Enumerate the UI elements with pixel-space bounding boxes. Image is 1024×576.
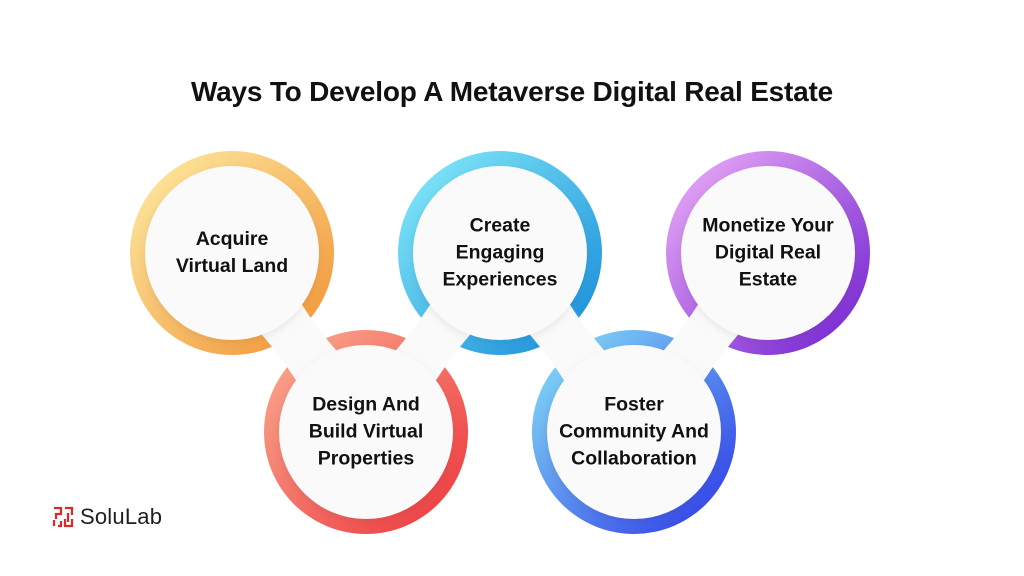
step-label-line: Virtual Land [175,255,289,277]
step-label-line: Engaging [455,241,545,264]
step-label-line: Acquire [195,228,269,250]
step-label-line: Community And [559,420,709,443]
step-label-line: Experiences [442,268,558,291]
step-circle-2 [279,345,453,519]
step-label-line: Build Virtual [308,420,424,443]
step-label-line: Properties [317,447,415,470]
step-label-line: Collaboration [571,447,697,470]
solulab-logo-icon [52,506,74,528]
step-circle-1 [145,166,319,340]
step-label-line: Monetize Your [702,214,834,237]
step-circle-3 [413,166,587,340]
diagram-title: Ways To Develop A Metaverse Digital Real… [190,76,834,107]
step-label-line: Create [469,214,531,237]
step-label-line: Design And [312,393,420,416]
solulab-logo: SoluLab [52,504,162,530]
logo-text: SoluLab [80,504,163,529]
step-label-line: Estate [738,268,798,291]
step-circle-4 [547,345,721,519]
step-label-line: Digital Real [714,241,822,264]
step-label-line: Foster [604,393,664,416]
step-circle-5 [681,166,855,340]
